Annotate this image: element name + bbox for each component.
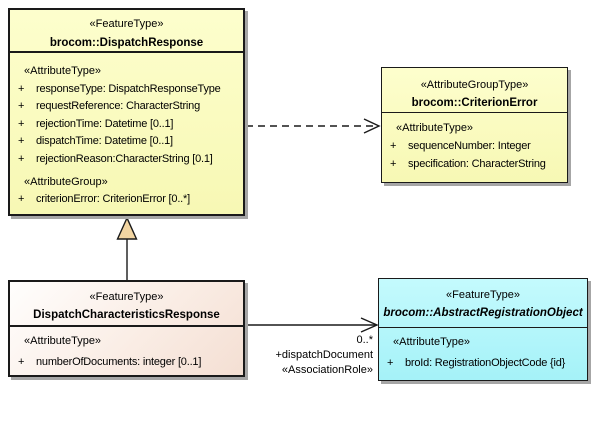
class-header: «FeatureType» brocom::DispatchResponse — [10, 10, 243, 53]
association-multiplicity[interactable]: 0..* — [356, 334, 373, 346]
visibility-plus-icon: + — [18, 135, 25, 148]
attribute-row[interactable]: + dispatchTime: Datetime [0..1] — [14, 133, 243, 151]
visibility-plus-icon: + — [18, 82, 25, 95]
class-name: brocom::CriterionError — [411, 97, 538, 109]
association-end-labels: 0..* +dispatchDocument «AssociationRole» — [275, 333, 373, 378]
class-abstract-registration-object[interactable]: «FeatureType» brocom::AbstractRegistrati… — [378, 278, 588, 381]
class-attributes-compartment: «AttributeType» + broId: RegistrationObj… — [379, 328, 587, 372]
attribute-row[interactable]: + rejectionTime: Datetime [0..1] — [14, 115, 243, 133]
class-stereotype: «FeatureType» — [89, 18, 164, 30]
visibility-plus-icon: + — [18, 117, 25, 130]
attribute-row[interactable]: + numberOfDocuments: integer [0..1] — [14, 353, 243, 371]
association-role-name[interactable]: +dispatchDocument — [275, 349, 373, 361]
attribute-text: rejectionReason:CharacterString [0.1] — [36, 152, 213, 165]
visibility-plus-icon: + — [387, 356, 394, 369]
class-name: DispatchCharacteristicsResponse — [33, 309, 220, 321]
attribute-row[interactable]: + requestReference: CharacterString — [14, 98, 243, 116]
section-stereotype: «AttributeType» — [24, 335, 102, 347]
class-attributes-compartment: «AttributeType» + responseType: Dispatch… — [10, 53, 243, 208]
attribute-text: broId: RegistrationObjectCode {id} — [405, 356, 566, 369]
class-header: «FeatureType» DispatchCharacteristicsRes… — [10, 282, 243, 327]
attribute-row[interactable]: + rejectionReason:CharacterString [0.1] — [14, 150, 243, 168]
section-stereotype: «AttributeType» — [393, 335, 471, 348]
attribute-text: criterionError: CriterionError [0..*] — [36, 193, 190, 206]
section-stereotype: «AttributeType» — [24, 65, 102, 77]
attribute-text: requestReference: CharacterString — [36, 100, 200, 113]
attribute-text: sequenceNumber: Integer — [408, 139, 531, 152]
visibility-plus-icon: + — [18, 356, 25, 368]
class-header: «AttributeGroupType» brocom::CriterionEr… — [382, 68, 567, 113]
class-stereotype: «AttributeGroupType» — [420, 79, 529, 91]
class-name: brocom::DispatchResponse — [49, 37, 204, 49]
attribute-row[interactable]: + specification: CharacterString — [386, 155, 567, 174]
class-attributes-compartment: «AttributeType» + sequenceNumber: Intege… — [382, 113, 567, 174]
class-attributes-compartment: «AttributeType» + numberOfDocuments: int… — [10, 327, 243, 371]
attribute-row[interactable]: + criterionError: CriterionError [0..*] — [14, 191, 243, 209]
attribute-text: specification: CharacterString — [408, 158, 546, 171]
class-dispatch-characteristics-response[interactable]: «FeatureType» DispatchCharacteristicsRes… — [8, 280, 245, 377]
class-name: brocom::AbstractRegistrationObject — [383, 307, 583, 319]
class-stereotype: «FeatureType» — [446, 289, 520, 301]
class-header: «FeatureType» brocom::AbstractRegistrati… — [379, 279, 587, 328]
section-stereotype: «AttributeType» — [396, 121, 474, 134]
attribute-text: responseType: DispatchResponseType — [36, 82, 221, 95]
attribute-row[interactable]: + sequenceNumber: Integer — [386, 137, 567, 156]
attribute-row[interactable]: + broId: RegistrationObjectCode {id} — [383, 354, 587, 372]
visibility-plus-icon: + — [18, 152, 25, 165]
visibility-plus-icon: + — [390, 139, 397, 152]
class-criterion-error[interactable]: «AttributeGroupType» brocom::CriterionEr… — [381, 67, 568, 183]
attribute-text: rejectionTime: Datetime [0..1] — [36, 117, 174, 130]
visibility-plus-icon: + — [390, 158, 397, 171]
class-dispatch-response[interactable]: «FeatureType» brocom::DispatchResponse «… — [8, 8, 245, 216]
visibility-plus-icon: + — [18, 100, 25, 113]
section-stereotype: «AttributeGroup» — [24, 175, 108, 188]
attribute-text: numberOfDocuments: integer [0..1] — [36, 356, 202, 368]
dependency-open-arrow-icon — [363, 118, 381, 134]
visibility-plus-icon: + — [18, 193, 25, 206]
class-stereotype: «FeatureType» — [89, 291, 164, 303]
generalization-triangle-icon[interactable] — [116, 216, 138, 240]
attribute-row[interactable]: + responseType: DispatchResponseType — [14, 80, 243, 98]
attribute-text: dispatchTime: Datetime [0..1] — [36, 135, 173, 148]
association-open-arrow-icon — [360, 317, 379, 333]
association-stereotype[interactable]: «AssociationRole» — [281, 364, 373, 376]
